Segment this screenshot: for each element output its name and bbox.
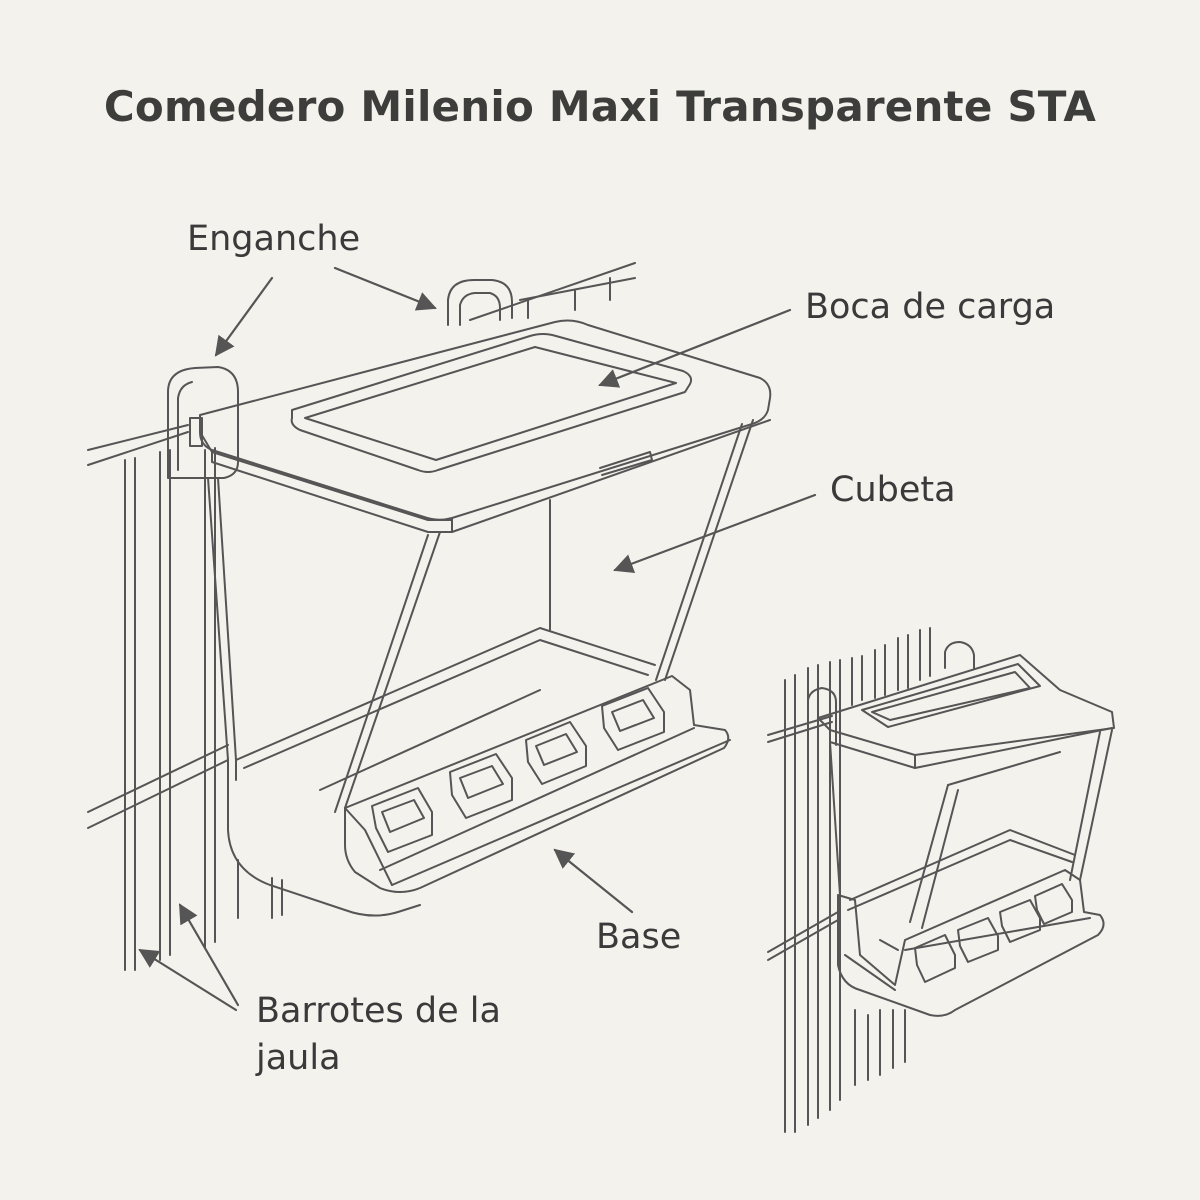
cage-wires-main (87, 262, 636, 829)
hook-left (167, 366, 239, 479)
label-base: Base (596, 917, 682, 957)
label-fill-opening: Boca de carga (805, 287, 1056, 327)
diagram-title: Comedero Milenio Maxi Transparente STA (103, 82, 1097, 131)
leader-base (553, 848, 634, 914)
leader-bars-2 (138, 948, 238, 1012)
leader-bars-1 (178, 903, 240, 1007)
label-hopper: Cubeta (830, 470, 956, 510)
cage-bars-main (124, 277, 611, 971)
base-main (227, 675, 731, 917)
label-hook: Enganche (187, 219, 361, 259)
hook-right (447, 279, 513, 326)
leader-fill-opening (598, 308, 792, 388)
leader-hook-left (214, 276, 274, 357)
leader-lines (138, 266, 817, 1012)
label-cage-bars: Barrotes de la jaula (256, 991, 501, 1079)
lid-main (199, 319, 772, 533)
feeder-small (807, 641, 1115, 1017)
leader-hook-right (333, 266, 437, 311)
hopper-main (207, 419, 754, 813)
leader-hopper (613, 493, 817, 574)
